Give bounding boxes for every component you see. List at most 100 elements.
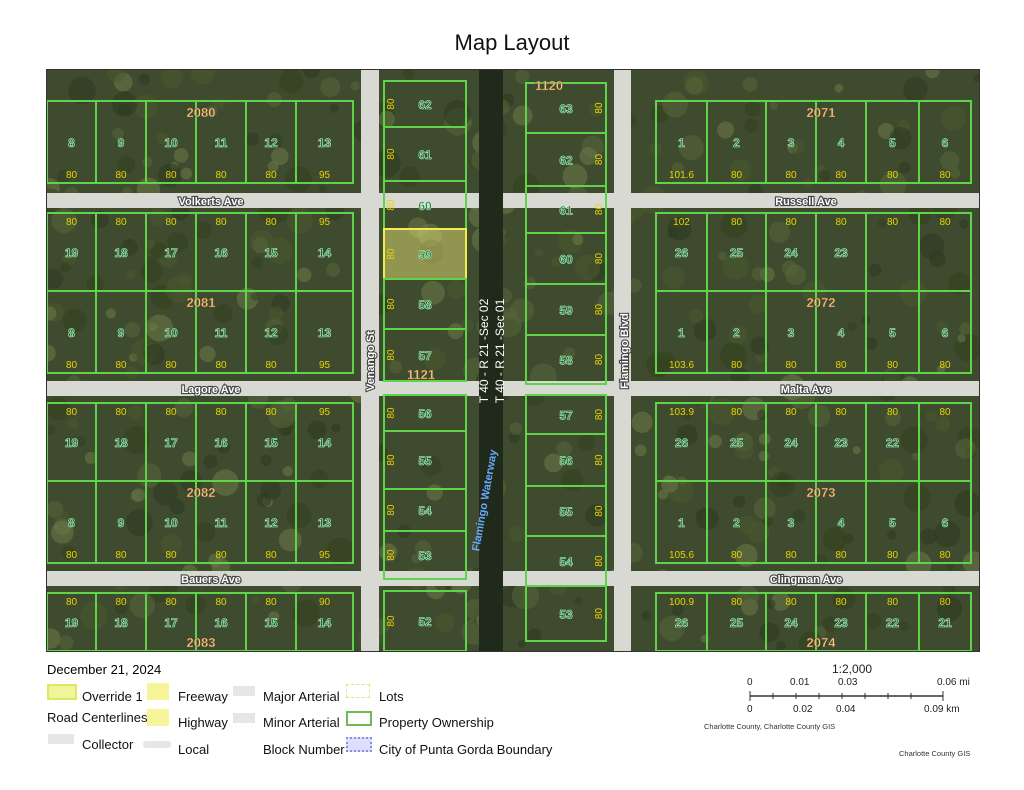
- lot-dimension: 95: [319, 217, 331, 228]
- block-number: 1121: [407, 367, 435, 382]
- lot-dimension: 80: [594, 204, 605, 216]
- canal-parcel: [525, 585, 607, 642]
- lot-dimension: 80: [835, 170, 847, 181]
- footer-credit: Charlotte County GIS: [899, 749, 971, 758]
- lots-swatch: [346, 684, 370, 698]
- tree-canopy: [173, 148, 189, 163]
- tree-canopy: [269, 306, 284, 321]
- lot-dimension: 80: [66, 170, 78, 181]
- west-parcel: [295, 290, 354, 374]
- tree-canopy: [868, 263, 882, 277]
- tree-canopy: [886, 530, 897, 540]
- parcel-map[interactable]: 8809801080118012801395208019801880178016…: [46, 69, 980, 652]
- east-parcel: [918, 290, 972, 374]
- lot-number: 17: [164, 246, 178, 260]
- legend-road-centerlines: Road Centerlines: [47, 710, 148, 725]
- lot-number: 16: [214, 616, 228, 630]
- tree-canopy: [959, 322, 972, 336]
- tree-canopy: [751, 266, 766, 281]
- tree-canopy: [933, 520, 961, 548]
- flamingo-waterway: [479, 70, 503, 651]
- tree-canopy: [911, 452, 920, 461]
- tree-canopy: [378, 110, 395, 128]
- tree-canopy: [112, 127, 124, 140]
- lot-number: 13: [318, 326, 332, 340]
- tree-canopy: [940, 151, 960, 171]
- lot-number: 23: [834, 436, 848, 450]
- tree-canopy: [145, 239, 156, 250]
- tree-canopy: [61, 545, 76, 561]
- tree-canopy: [771, 592, 791, 611]
- tree-canopy: [959, 219, 969, 229]
- lot-dimension: 80: [115, 360, 127, 371]
- lot-number: 22: [886, 616, 900, 630]
- lot-number: 62: [559, 154, 573, 168]
- tree-canopy: [736, 585, 759, 608]
- lot-dimension: 80: [386, 298, 397, 310]
- legend-block-number: Block Number: [263, 742, 345, 757]
- lot-dimension: 80: [165, 360, 177, 371]
- lot-number: 59: [559, 304, 573, 318]
- legend-collector: Collector: [82, 737, 134, 752]
- lot-number: 5: [889, 516, 896, 530]
- lot-dimension: 80: [265, 217, 277, 228]
- tree-canopy: [117, 155, 136, 174]
- east-parcel: [918, 480, 972, 564]
- tree-canopy: [750, 336, 769, 355]
- lot-number: 14: [318, 436, 332, 450]
- lot-dimension: 80: [835, 407, 847, 418]
- lot-dimension: 80: [386, 504, 397, 516]
- lot-dimension: 80: [731, 407, 743, 418]
- tree-canopy: [260, 479, 282, 501]
- tree-canopy: [114, 601, 128, 615]
- lot-dimension: 80: [386, 549, 397, 561]
- local-swatch: [143, 741, 171, 748]
- tree-canopy: [973, 74, 979, 83]
- tree-canopy: [111, 91, 138, 117]
- scale-km-3: 0.09 km: [924, 704, 960, 715]
- lot-dimension: 80: [165, 407, 177, 418]
- lot-dimension: 80: [594, 505, 605, 517]
- lot-number: 24: [784, 246, 798, 260]
- tree-canopy: [286, 502, 312, 529]
- lot-dimension: 102: [673, 217, 690, 228]
- lot-dimension: 80: [386, 248, 397, 260]
- tree-canopy: [758, 450, 769, 462]
- tree-canopy: [120, 239, 138, 256]
- tree-canopy: [899, 279, 927, 307]
- legend-highway: Highway: [178, 715, 228, 730]
- lot-dimension: 80: [215, 360, 227, 371]
- tree-canopy: [180, 167, 193, 180]
- tree-canopy: [662, 91, 688, 118]
- tree-canopy: [790, 139, 806, 155]
- tree-canopy: [217, 440, 231, 454]
- canal-parcel: [383, 530, 467, 580]
- tree-canopy: [372, 149, 401, 178]
- lot-number: 58: [418, 298, 432, 312]
- lot-dimension: 80: [66, 217, 78, 228]
- tree-canopy: [572, 234, 584, 246]
- minor-arterial-swatch: [233, 713, 255, 723]
- lot-number: 19: [65, 436, 79, 450]
- tree-canopy: [219, 247, 229, 257]
- tree-canopy: [551, 256, 563, 268]
- street: [47, 381, 979, 396]
- tree-canopy: [500, 317, 520, 337]
- scale-km-2: 0.04: [836, 704, 856, 715]
- lot-number: 5: [889, 136, 896, 150]
- lot-number: 26: [675, 436, 689, 450]
- lot-number: 25: [730, 436, 744, 450]
- tree-canopy: [203, 454, 218, 469]
- lot-dimension: 80: [939, 597, 951, 608]
- tree-canopy: [645, 352, 672, 378]
- tree-canopy: [768, 221, 791, 243]
- tree-canopy: [950, 168, 961, 179]
- tree-canopy: [50, 521, 74, 544]
- lot-number: 15: [264, 616, 278, 630]
- tree-canopy: [903, 77, 928, 102]
- map-date: December 21, 2024: [47, 662, 162, 677]
- tree-canopy: [326, 537, 355, 566]
- lot-dimension: 80: [887, 170, 899, 181]
- lot-dimension: 80: [265, 360, 277, 371]
- tree-canopy: [266, 237, 293, 265]
